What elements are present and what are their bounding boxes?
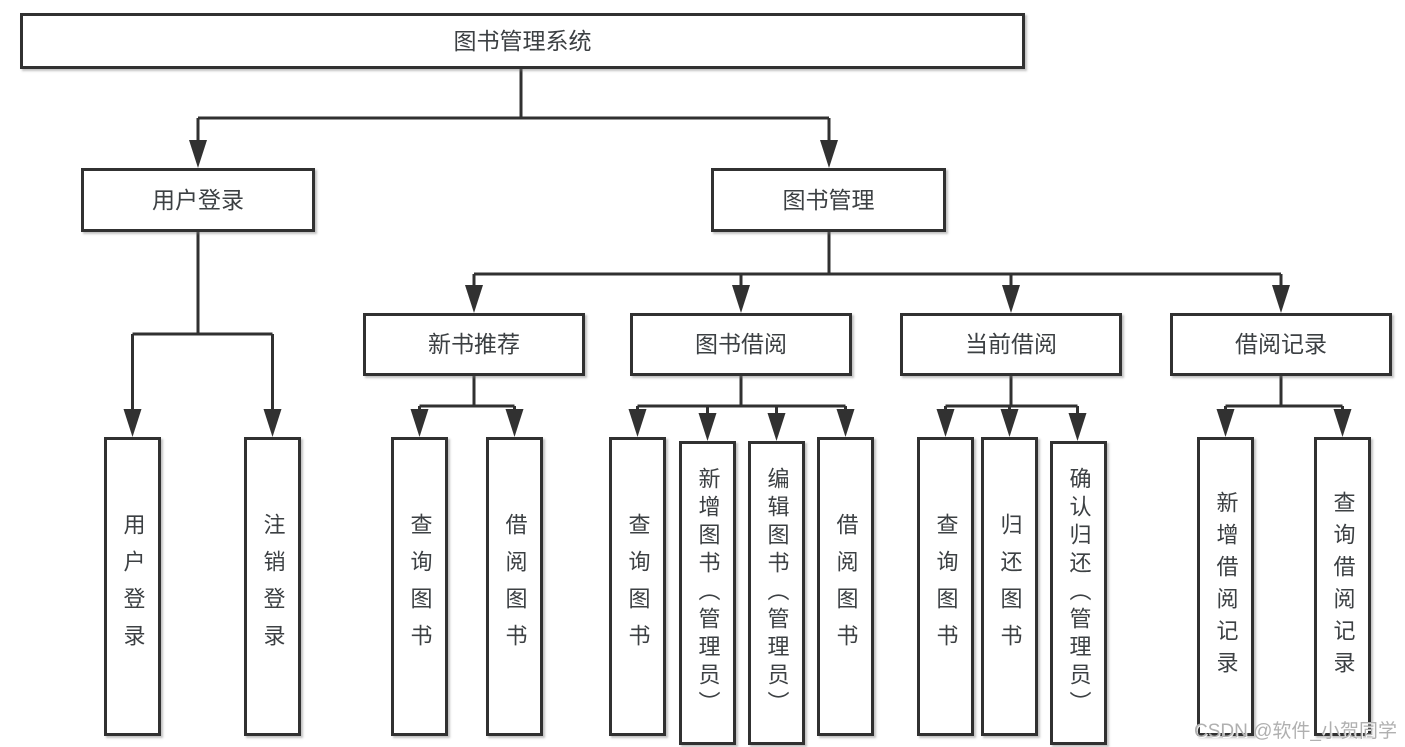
leaf-borrow-books-borrow: 借阅图书 (817, 437, 874, 736)
arrowheads (123, 140, 1352, 441)
leaf-add-book-admin: 新增图书（管理员） (679, 441, 736, 745)
leaf-borrow-books-recommend: 借阅图书 (486, 437, 543, 736)
node-book-borrow: 图书借阅 (630, 313, 852, 376)
leaf-query-books-recommend: 查询图书 (391, 437, 448, 736)
leaf-logout: 注销登录 (244, 437, 301, 736)
leaf-edit-book-admin: 编辑图书（管理员） (748, 441, 805, 745)
leaf-query-books-recommend-label: 查询图书 (407, 512, 433, 661)
node-book-management: 图书管理 (711, 168, 946, 232)
node-user-login: 用户登录 (81, 168, 315, 232)
leaf-borrow-books-borrow-label: 借阅图书 (833, 512, 859, 661)
leaf-return-book: 归还图书 (981, 437, 1038, 736)
leaf-add-book-admin-label: 新增图书（管理员） (695, 467, 721, 719)
leaf-confirm-return-admin-label: 确认归还（管理员） (1066, 467, 1092, 719)
node-root-library-system: 图书管理系统 (20, 13, 1025, 69)
node-current-borrow-label: 当前借阅 (965, 331, 1057, 357)
leaf-query-books-borrow-label: 查询图书 (625, 512, 651, 661)
watermark: CSDN @软件_小贺同学 (1194, 721, 1397, 742)
node-user-login-label: 用户登录 (152, 186, 244, 213)
leaf-user-login-label: 用户登录 (120, 512, 146, 661)
node-borrow-records-label: 借阅记录 (1235, 331, 1327, 357)
node-book-management-label: 图书管理 (782, 186, 875, 213)
leaf-add-borrow-record: 新增借阅记录 (1197, 437, 1254, 736)
leaf-query-books-current: 查询图书 (917, 437, 974, 736)
leaf-query-books-borrow: 查询图书 (609, 437, 666, 736)
leaf-query-borrow-record: 查询借阅记录 (1314, 437, 1371, 736)
leaf-return-book-label: 归还图书 (997, 512, 1023, 661)
node-new-book-recommend: 新书推荐 (363, 313, 585, 376)
leaf-add-borrow-record-label: 新增借阅记录 (1213, 490, 1239, 683)
leaf-edit-book-admin-label: 编辑图书（管理员） (764, 467, 790, 719)
leaf-query-books-current-label: 查询图书 (933, 512, 959, 661)
leaf-confirm-return-admin: 确认归还（管理员） (1050, 441, 1107, 745)
node-root-label: 图书管理系统 (453, 27, 592, 54)
node-new-book-recommend-label: 新书推荐 (428, 331, 520, 357)
leaf-borrow-books-recommend-label: 借阅图书 (502, 512, 528, 661)
leaf-user-login: 用户登录 (104, 437, 161, 736)
node-borrow-records: 借阅记录 (1170, 313, 1392, 376)
leaf-logout-label: 注销登录 (260, 512, 286, 661)
node-book-borrow-label: 图书借阅 (695, 331, 787, 357)
node-current-borrow: 当前借阅 (900, 313, 1122, 376)
leaf-query-borrow-record-label: 查询借阅记录 (1330, 490, 1356, 683)
